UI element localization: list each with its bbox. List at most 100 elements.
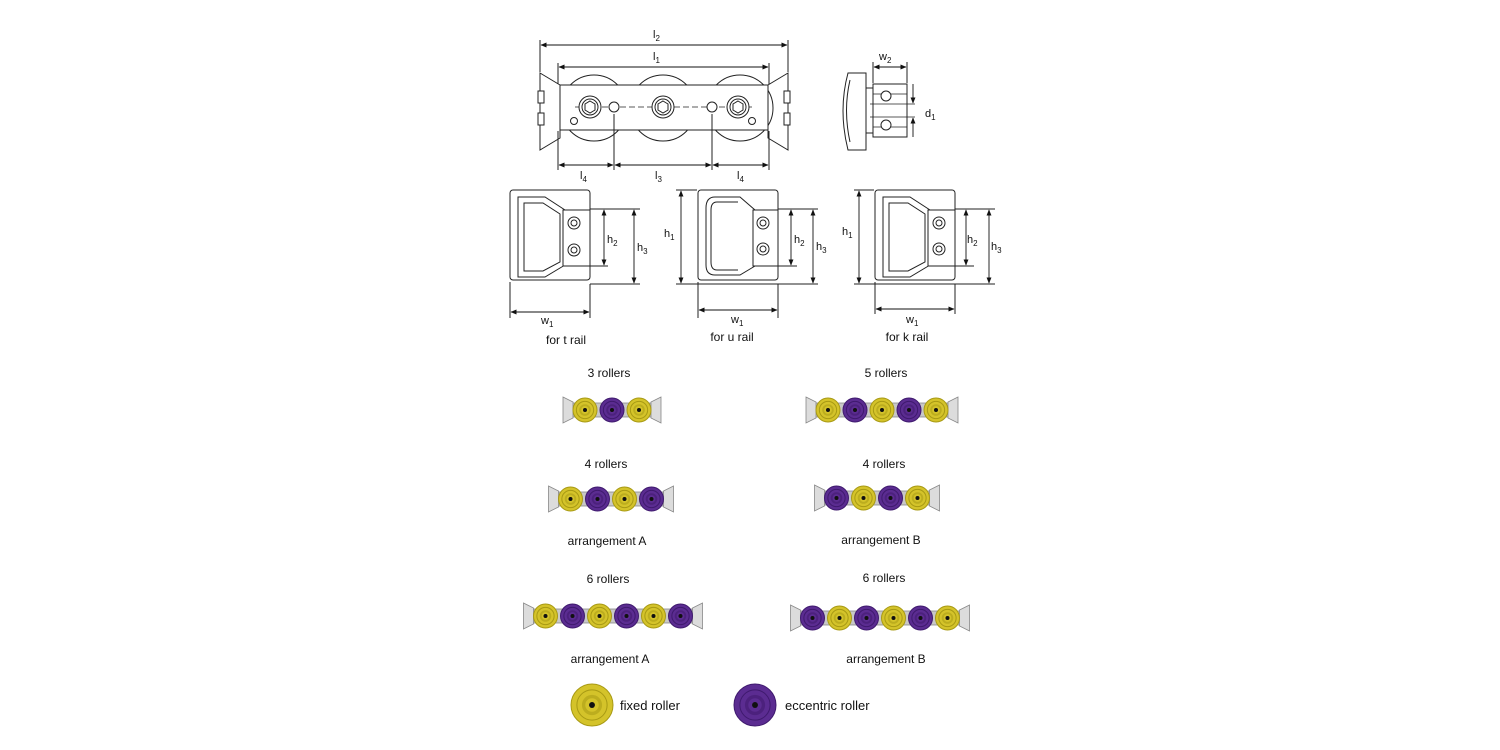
bolt-2 <box>651 95 675 119</box>
label-l4-right: l4 <box>737 170 744 184</box>
fixed-roller-icon <box>570 683 614 727</box>
rail-view-u: h1 h2 h3 w1 for u rail <box>664 189 827 344</box>
eccentric-roller <box>599 397 625 423</box>
eccentric-roller <box>560 603 585 629</box>
fixed-roller <box>626 397 652 423</box>
end-cap-right-tab-top <box>783 90 791 104</box>
end-cap-left <box>548 485 559 513</box>
config-6-rollers-a: 6 rollers arrangement A <box>523 572 703 666</box>
label-w1-k: w1 <box>905 314 919 328</box>
label-d1: d1 <box>925 108 936 122</box>
legend-eccentric-label: eccentric roller <box>785 698 870 713</box>
end-cap-left <box>539 72 561 151</box>
label-h2-u: h2 <box>794 234 805 248</box>
fixed-roller <box>572 397 598 423</box>
config-4-rollers-b: 4 rollers arrangement B <box>814 457 940 547</box>
eccentric-roller <box>733 683 777 727</box>
config-arrangement: arrangement B <box>841 533 920 547</box>
eccentric-roller <box>639 486 664 512</box>
eccentric-roller <box>842 397 868 423</box>
eccentric-roller <box>614 603 639 629</box>
fixed-roller <box>815 397 841 423</box>
config-5-rollers: 5 rollers <box>805 366 959 424</box>
eccentric-roller <box>878 485 903 511</box>
fixed-roller <box>851 485 876 511</box>
config-title: 4 rollers <box>863 457 906 471</box>
config-title: 5 rollers <box>865 366 908 380</box>
config-arrangement: arrangement A <box>568 534 647 548</box>
fixed-roller <box>558 486 583 512</box>
end-cap-left <box>805 396 817 424</box>
fixed-roller <box>923 397 949 423</box>
legend: fixed roller eccentric roller <box>570 683 870 727</box>
config-title: 4 rollers <box>585 457 628 471</box>
config-arrangement: arrangement B <box>846 652 925 666</box>
end-cap-right <box>959 604 970 632</box>
legend-fixed-label: fixed roller <box>620 698 681 713</box>
fixed-roller <box>612 486 637 512</box>
rail-view-k: h1 h2 h3 w1 for k rail <box>842 189 1002 344</box>
small-hole-2 <box>748 117 756 125</box>
roller-strip <box>790 604 970 632</box>
label-l1: l1 <box>653 51 660 65</box>
label-w1-u: w1 <box>730 314 744 328</box>
bolt-1 <box>578 95 602 119</box>
config-title: 6 rollers <box>587 572 630 586</box>
fixed-roller <box>827 605 852 631</box>
config-4-rollers-a: 4 rollers arrangement A <box>548 457 674 548</box>
end-cap-right <box>663 485 674 513</box>
fixed-roller <box>869 397 895 423</box>
hole-2 <box>706 101 718 113</box>
fixed-roller <box>935 605 960 631</box>
eccentric-roller <box>824 485 849 511</box>
end-cap-right <box>692 602 703 630</box>
end-cap-right <box>929 484 940 512</box>
caption-t-rail: for t rail <box>546 333 586 347</box>
eccentric-roller-icon <box>733 683 777 727</box>
fixed-roller <box>881 605 906 631</box>
eccentric-roller <box>800 605 825 631</box>
eccentric-roller <box>854 605 879 631</box>
fixed-roller <box>641 603 666 629</box>
end-cap-left-tab-bottom <box>537 112 545 126</box>
caption-k-rail: for k rail <box>886 330 929 344</box>
end-view-dimension-lines <box>873 64 916 137</box>
end-cap-right <box>650 396 662 424</box>
config-arrangement: arrangement A <box>571 652 650 666</box>
end-cap-left <box>523 602 534 630</box>
roller-strip <box>548 485 674 513</box>
config-title: 3 rollers <box>588 366 631 380</box>
label-h3-t: h3 <box>637 242 648 256</box>
eccentric-roller <box>896 397 922 423</box>
label-h2-k: h2 <box>967 234 978 248</box>
caption-u-rail: for u rail <box>710 330 753 344</box>
config-3-rollers: 3 rollers <box>562 366 662 424</box>
roller-strip <box>805 396 959 424</box>
hole-1 <box>608 101 620 113</box>
eccentric-roller <box>908 605 933 631</box>
rail-view-t: h2 h3 w1 for t rail <box>509 189 648 347</box>
config-6-rollers-b: 6 rollers arrangement B <box>790 571 970 666</box>
carriage-dimension-lines <box>540 42 788 168</box>
label-w2: w2 <box>878 51 892 65</box>
roller-strip <box>523 602 703 630</box>
end-cap-left-tab-top <box>537 90 545 104</box>
label-h1-k: h1 <box>842 226 853 240</box>
label-l2: l2 <box>653 29 660 43</box>
carriage-side-view <box>537 40 791 170</box>
bolt-3 <box>726 95 750 119</box>
roller-strip <box>562 396 662 424</box>
label-h1-u: h1 <box>664 228 675 242</box>
label-h3-u: h3 <box>816 241 827 255</box>
end-cap-left <box>814 484 825 512</box>
fixed-roller <box>570 683 614 727</box>
eccentric-roller <box>668 603 693 629</box>
carriage-end-view <box>842 62 915 151</box>
config-title: 6 rollers <box>863 571 906 585</box>
label-l3: l3 <box>655 170 662 184</box>
end-cap-left <box>562 396 574 424</box>
fixed-roller <box>905 485 930 511</box>
label-l4-left: l4 <box>580 170 587 184</box>
label-w1-t: w1 <box>540 315 554 329</box>
